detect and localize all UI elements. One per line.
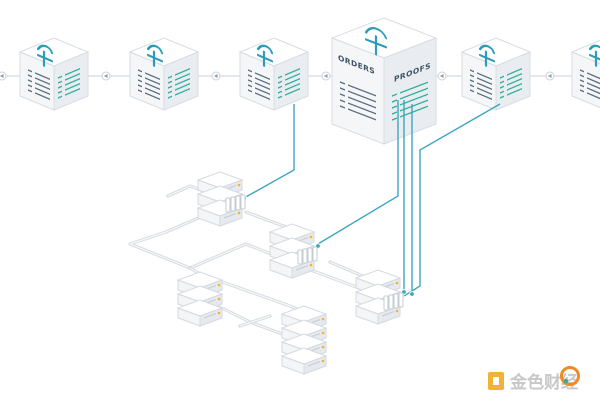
storage-miner-server: [355, 269, 404, 325]
block-cube: [128, 36, 200, 112]
server-stack: [177, 271, 223, 327]
chain-arrow-icon: [211, 71, 221, 81]
blockchain-links: [0, 71, 574, 81]
watermark-text: 金色财经: [509, 372, 578, 393]
storage-miner-server: [269, 223, 318, 279]
big-block-cube: ORDERS PROOFS: [330, 17, 438, 145]
chain-arrow-icon: [437, 71, 447, 81]
chain-arrow-icon: [321, 71, 331, 81]
network-cables: [128, 184, 374, 336]
jinse-logo-icon: [560, 366, 580, 386]
chain-arrow-icon: [545, 71, 555, 81]
storage-miner-server: [197, 171, 246, 227]
block-cube: [18, 36, 90, 112]
chain-arrow-icon: [0, 71, 7, 81]
chain-arrow-icon: [101, 71, 111, 81]
server-stack: [281, 305, 327, 375]
block-cube: [238, 36, 310, 112]
filecoin-f-icon: [364, 27, 388, 56]
block-cube: [570, 36, 600, 112]
block-cube: [460, 36, 532, 112]
watermark: 金色财经: [488, 366, 580, 393]
